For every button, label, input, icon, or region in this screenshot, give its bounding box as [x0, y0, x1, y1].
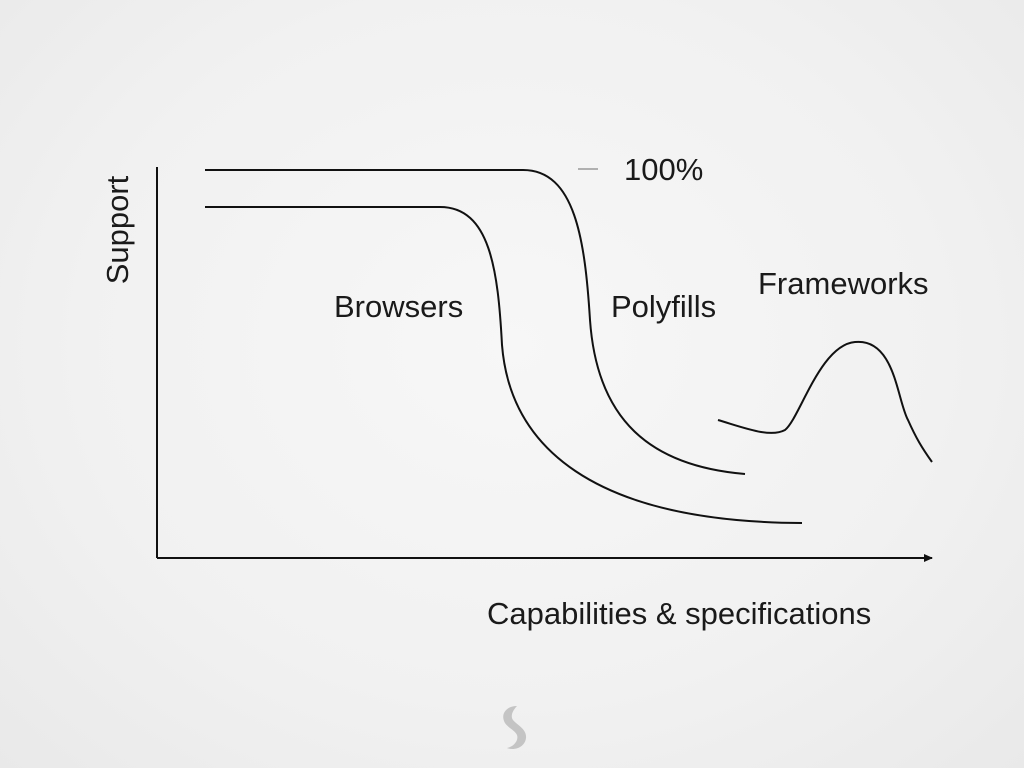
y-axis-label: Support	[99, 175, 135, 285]
slideshare-logo-icon	[503, 706, 527, 749]
frameworks-label: Frameworks	[758, 266, 929, 301]
x-axis-label: Capabilities & specifications	[487, 596, 872, 631]
frameworks-curve	[717, 340, 933, 463]
polyfills-curve	[205, 169, 746, 475]
polyfills-label: Polyfills	[611, 289, 717, 324]
hundred-percent-label: 100%	[624, 152, 704, 187]
browsers-curve	[205, 206, 803, 524]
browsers-label: Browsers	[334, 289, 464, 324]
